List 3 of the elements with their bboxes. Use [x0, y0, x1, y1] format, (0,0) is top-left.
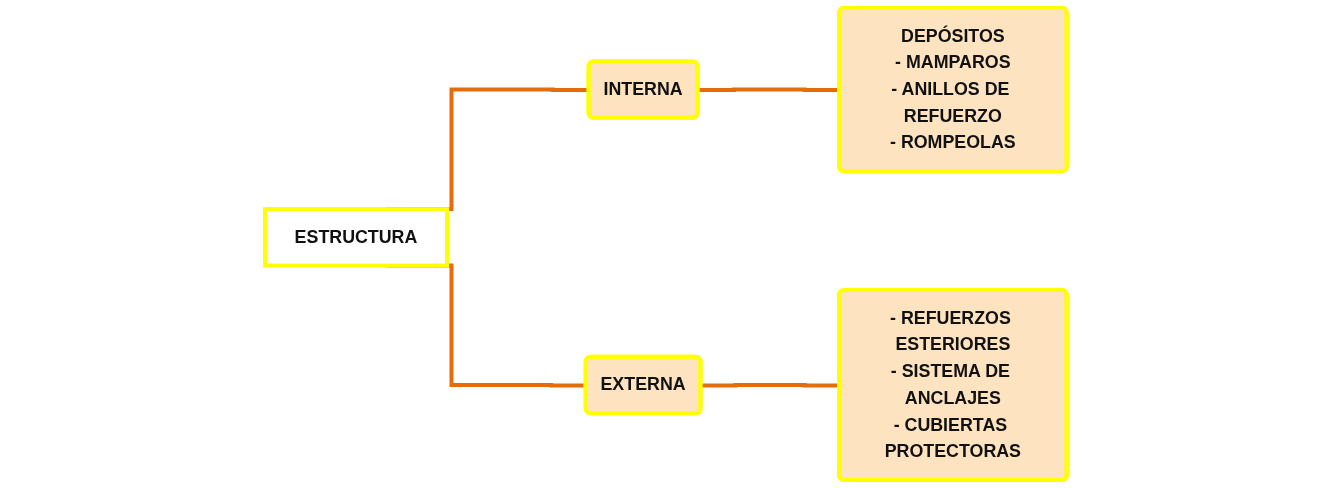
- connector: [700, 383, 840, 388]
- node-box: ESTRUCTURA: [262, 207, 449, 268]
- connector: [697, 87, 840, 93]
